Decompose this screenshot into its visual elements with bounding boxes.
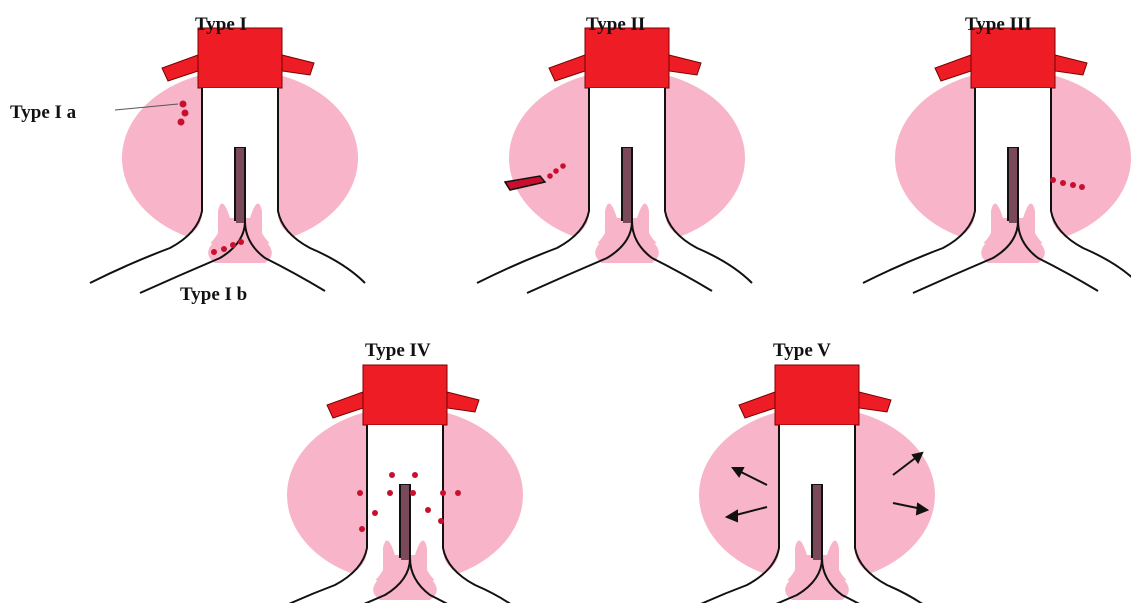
leak-dot <box>1070 182 1076 188</box>
leak-dot <box>560 163 566 169</box>
panel-type-5: Type V <box>667 340 945 603</box>
panel-type-1: Type I Type I a Type I b <box>10 14 368 305</box>
leak-dot <box>410 490 416 496</box>
label-type-3: Type III <box>965 14 1032 35</box>
leak-dot <box>438 518 444 524</box>
leak-dot <box>455 490 461 496</box>
leak-dot <box>182 110 189 117</box>
panel-type-2: Type II <box>477 14 755 293</box>
leak-dot <box>180 101 187 108</box>
panel-type-3: Type III <box>863 14 1131 293</box>
leak-dot <box>357 490 363 496</box>
label-type-1: Type I <box>195 14 247 35</box>
leak-dot <box>412 472 418 478</box>
label-type-2: Type II <box>586 14 645 35</box>
leak-dot <box>553 168 559 174</box>
leak-dot <box>238 239 244 245</box>
label-type-4: Type IV <box>365 340 431 361</box>
leak-dot <box>1060 180 1066 186</box>
leak-dot <box>1079 184 1085 190</box>
label-type-1a: Type I a <box>10 102 77 123</box>
leak-dot <box>211 249 217 255</box>
leak-dot <box>387 490 393 496</box>
leak-dot <box>221 246 227 252</box>
label-type-1b: Type I b <box>180 284 247 305</box>
leak-dot <box>547 173 553 179</box>
panel-type-4: Type IV <box>255 340 533 603</box>
leak-dot <box>230 242 236 248</box>
leak-dot <box>359 526 365 532</box>
graft-diagram-type-1 <box>90 28 368 293</box>
graft-diagram-type-4 <box>255 365 533 603</box>
leak-dot <box>440 490 446 496</box>
graft-diagram-type-5 <box>667 365 945 603</box>
leak-dot <box>425 507 431 513</box>
graft-diagram-type-3 <box>863 28 1131 293</box>
leak-dot <box>1050 177 1056 183</box>
leak-dot <box>389 472 395 478</box>
leak-dot <box>178 119 185 126</box>
label-type-5: Type V <box>773 340 831 361</box>
graft-diagram-type-2 <box>477 28 755 293</box>
leak-dot <box>372 510 378 516</box>
